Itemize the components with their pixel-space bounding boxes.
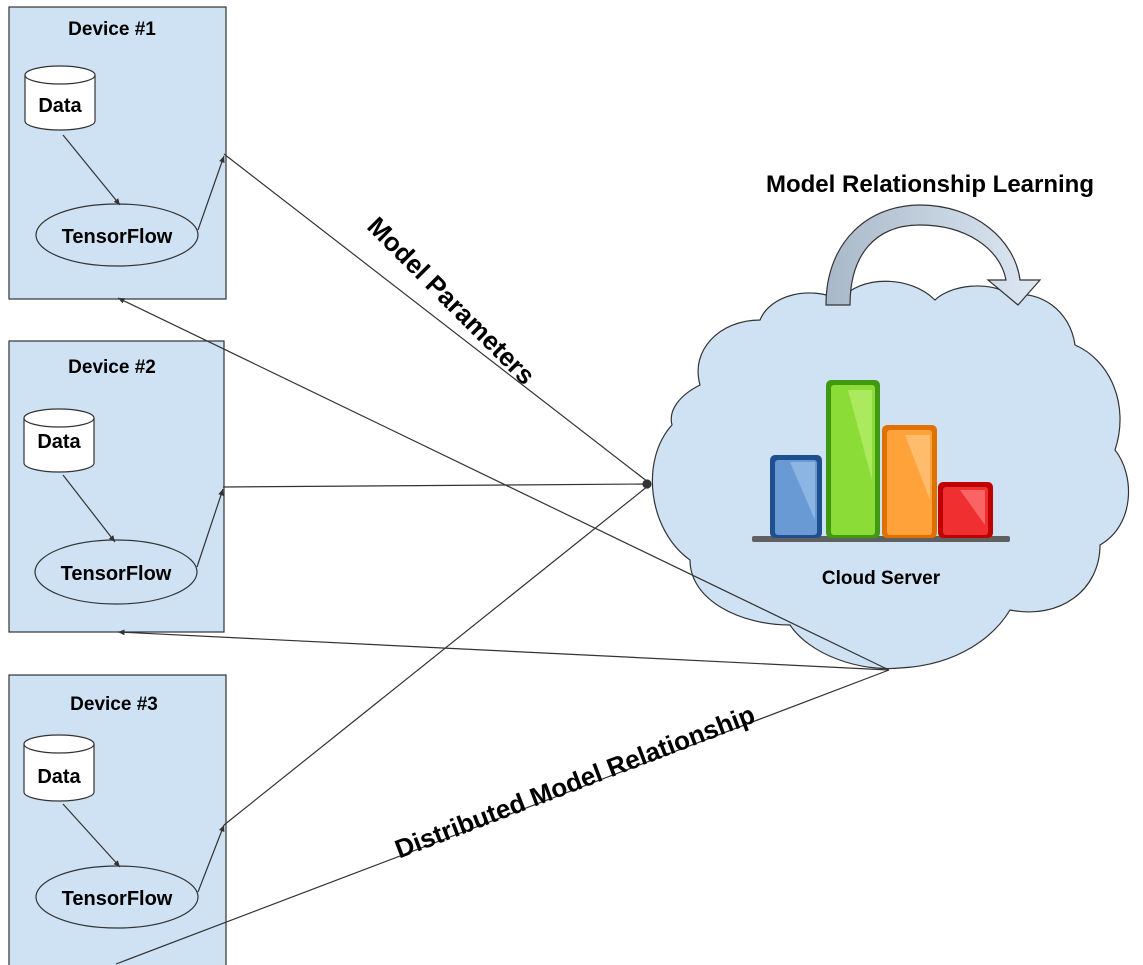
data-cylinder-icon [23,408,95,473]
parameters-line-device-1 [223,153,649,483]
relationship-line-device-3 [115,669,890,965]
tensorflow-label: TensorFlow [61,563,172,585]
connection-lines [115,153,890,965]
bar-green [826,380,880,538]
device-1: Device #1 Data TensorFlow [8,6,227,300]
data-label: Data [37,431,81,453]
data-to-tensorflow-arrow [62,803,121,868]
cloud-server-label: Cloud Server [822,568,941,589]
data-label: Data [38,95,82,117]
data-to-tensorflow-arrow [62,134,121,206]
relationship-line-device-2 [117,629,890,671]
parameters-line-device-3 [223,485,649,826]
distributed-model-relationship-label: Distributed Model Relationship [391,699,759,864]
device-title: Device #1 [68,19,156,40]
data-to-tensorflow-arrow [62,474,116,543]
data-cylinder-icon [23,734,95,802]
junction-dot [642,479,652,489]
curved-arrow-icon [825,204,1042,306]
bar-chart-icon [752,380,1010,542]
device-3: Device #3 Data TensorFlow [8,674,227,965]
parameters-line-device-2 [222,483,649,488]
tensorflow-label: TensorFlow [62,888,173,910]
tensorflow-out-arrow [197,155,225,231]
model-parameters-label: Model Parameters [362,211,542,391]
data-label: Data [37,766,81,788]
bar-red [938,482,993,538]
data-cylinder-icon [24,65,96,131]
device-2: Device #2 Data TensorFlow [8,340,225,633]
device-title: Device #2 [68,357,156,378]
tensorflow-node [34,539,198,605]
tensorflow-out-arrow [197,824,225,893]
tensorflow-label: TensorFlow [62,226,173,248]
internal-arrows [62,134,225,893]
cloud-server: Cloud Server [651,280,1130,670]
tensorflow-out-arrow [196,488,224,568]
device-title: Device #3 [70,694,158,715]
model-relationship-learning-label: Model Relationship Learning [766,171,1094,198]
relationship-line-device-1 [117,297,890,671]
bar-blue [770,455,822,538]
bar-orange [882,425,937,538]
